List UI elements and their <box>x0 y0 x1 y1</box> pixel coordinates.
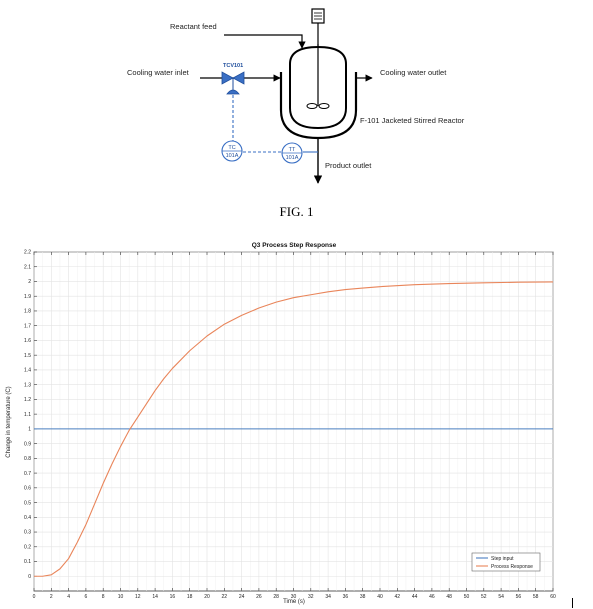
y-tick-label: 0.4 <box>24 515 31 521</box>
y-tick-label: 1.8 <box>24 309 31 315</box>
y-tick-label: 1.3 <box>24 382 31 388</box>
y-tick-label: 0.3 <box>24 530 31 536</box>
y-tick-label: 1.1 <box>24 412 31 418</box>
x-tick-label: 24 <box>239 594 245 600</box>
control-valve-icon <box>221 71 245 95</box>
svg-text:TC: TC <box>228 145 235 151</box>
svg-text:101A: 101A <box>226 153 239 159</box>
tc-instrument: TC 101A <box>221 140 243 162</box>
x-tick-label: 46 <box>429 594 435 600</box>
y-tick-label: 1.9 <box>24 294 31 300</box>
y-tick-label: 0.9 <box>24 441 31 447</box>
x-tick-label: 16 <box>170 594 176 600</box>
x-tick-label: 54 <box>498 594 504 600</box>
x-tick-label: 8 <box>102 594 105 600</box>
x-tick-label: 18 <box>187 594 193 600</box>
y-tick-label: 0.1 <box>24 559 31 565</box>
reactant-feed-label: Reactant feed <box>170 22 217 31</box>
x-tick-label: 2 <box>50 594 53 600</box>
svg-text:TT: TT <box>289 147 296 153</box>
product-outlet-label: Product outlet <box>325 161 372 170</box>
y-tick-label: 0.5 <box>24 500 31 506</box>
x-tick-label: 36 <box>343 594 349 600</box>
y-axis-label: Change in temperature (C) <box>6 386 12 457</box>
y-tick-label: 1 <box>28 427 31 433</box>
y-tick-label: 0.2 <box>24 544 31 550</box>
series-layer <box>34 281 554 577</box>
x-tick-label: 40 <box>377 594 383 600</box>
x-tick-label: 60 <box>550 594 556 600</box>
x-tick-label: 4 <box>67 594 70 600</box>
x-tick-label: 56 <box>516 594 522 600</box>
y-tick-label: 2.1 <box>24 264 31 270</box>
x-tick-label: 22 <box>222 594 228 600</box>
cooling-water-inlet-label: Cooling water inlet <box>127 68 190 77</box>
x-tick-label: 38 <box>360 594 366 600</box>
y-tick-label: 1.2 <box>24 397 31 403</box>
y-tick-label: 1.5 <box>24 353 31 359</box>
grid <box>33 251 554 591</box>
tt-instrument: TT 101A <box>281 142 303 164</box>
x-tick-label: 10 <box>118 594 124 600</box>
y-tick-label: 0.7 <box>24 471 31 477</box>
y-tick-label: 0.8 <box>24 456 31 462</box>
legend-label-process-response: Process Response <box>491 564 533 570</box>
x-tick-label: 28 <box>273 594 279 600</box>
valve-tag: TCV101 <box>223 63 243 69</box>
svg-text:101A: 101A <box>286 155 299 161</box>
x-tick-label: 20 <box>204 594 210 600</box>
motor-icon <box>311 8 325 24</box>
x-axis-label: Time (s) <box>283 599 305 605</box>
reactor-label: F-101 Jacketed Stirred Reactor <box>360 116 465 125</box>
legend-label-step-input: Step input <box>491 556 514 562</box>
reactant-feed-line <box>224 34 306 49</box>
reactor-process-diagram: Reactant feed Cooling water inlet TCV101… <box>127 8 465 184</box>
x-tick-label: 32 <box>308 594 314 600</box>
x-tick-label: 30 <box>291 594 297 600</box>
y-axis-ticks: 0 0.1 0.2 0.3 0.4 0.5 0.6 0.7 0.8 0.9 1 1.1 1.2 1.3 1.… <box>24 250 37 580</box>
series-line-process-response <box>34 281 554 577</box>
x-tick-label: 58 <box>533 594 539 600</box>
x-tick-label: 42 <box>395 594 401 600</box>
cooling-water-outlet-label: Cooling water outlet <box>380 68 447 77</box>
figure-caption: FIG. 1 <box>279 204 314 219</box>
y-tick-label: 2 <box>28 279 31 285</box>
agitator-icon <box>306 103 330 109</box>
y-tick-label: 0.6 <box>24 486 31 492</box>
x-tick-label: 52 <box>481 594 487 600</box>
x-tick-label: 34 <box>325 594 331 600</box>
x-tick-label: 26 <box>256 594 262 600</box>
chart-title: Q3 Process Step Response <box>252 242 337 249</box>
text-cursor <box>572 598 573 608</box>
y-tick-label: 0 <box>28 574 31 580</box>
y-tick-label: 2.2 <box>24 250 31 256</box>
x-tick-label: 50 <box>464 594 470 600</box>
x-tick-label: 48 <box>446 594 452 600</box>
x-tick-label: 14 <box>152 594 158 600</box>
legend: Step input Process Response <box>471 552 541 572</box>
x-tick-label: 0 <box>33 594 36 600</box>
y-tick-label: 1.6 <box>24 338 31 344</box>
y-tick-label: 1.7 <box>24 323 31 329</box>
y-tick-label: 1.4 <box>24 368 31 374</box>
x-tick-label: 12 <box>135 594 141 600</box>
x-tick-label: 6 <box>85 594 88 600</box>
x-tick-label: 44 <box>412 594 418 600</box>
